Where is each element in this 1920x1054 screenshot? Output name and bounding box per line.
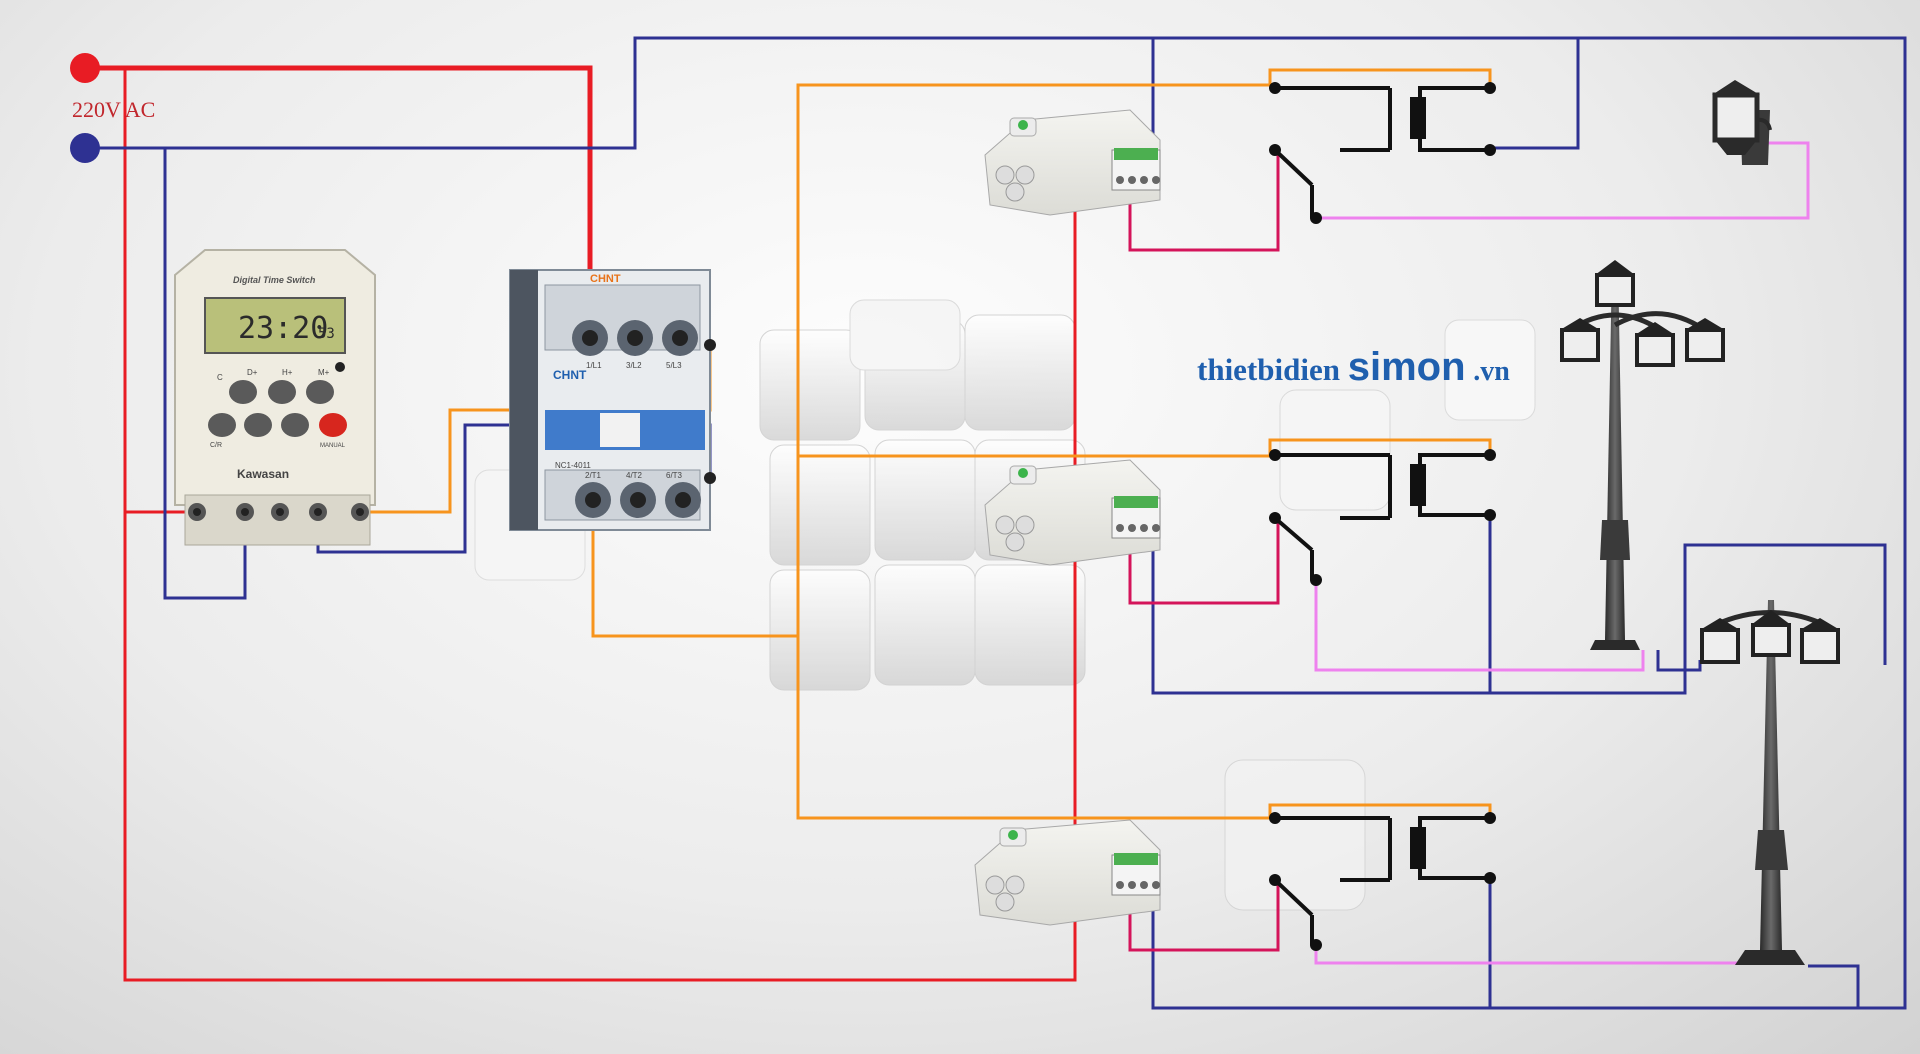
street-lamp-1 <box>1560 260 1725 650</box>
contactor-terminal-l3: 5/L3 <box>666 361 682 370</box>
timer-button-cr[interactable] <box>208 413 236 437</box>
watermark: thietbidien simon .vn <box>1197 345 1510 389</box>
digital-time-switch: Digital Time Switch 23:20 53 C D+ H+ M+ … <box>174 249 376 546</box>
street-lamp-2 <box>1700 600 1840 965</box>
live-wire <box>85 65 593 338</box>
neutral-wire-lamp2 <box>1490 543 1887 695</box>
relay-coil <box>1410 464 1426 506</box>
timer-brand: Kawasan <box>237 467 289 481</box>
live-terminal <box>70 53 100 83</box>
timer-label-m: M+ <box>318 368 330 377</box>
relay-3 <box>1269 812 1496 951</box>
relay-coil <box>1410 97 1426 139</box>
relay-2 <box>1269 449 1496 586</box>
contactor-model: NC1-4011 <box>555 461 591 470</box>
timer-button-clock[interactable] <box>244 413 272 437</box>
contactor-brand-plate: CHNT <box>590 273 621 285</box>
relay-1 <box>1269 82 1496 224</box>
contactor: CHNT CHNT 1/L1 3/L2 5/L3 NC1-4011 2/T1 4… <box>509 269 716 531</box>
timer-button-h[interactable] <box>306 380 334 404</box>
lamp-feed-1 <box>1316 141 1810 220</box>
timer-label-c: C <box>217 373 223 382</box>
motion-sensor-2 <box>984 459 1161 566</box>
lamp-feed-2 <box>1314 582 1645 672</box>
contactor-brand: CHNT <box>553 368 587 382</box>
neutral-wire-timer <box>163 148 247 600</box>
switched-wire-bus3 <box>796 636 1492 820</box>
contactor-terminal-t2: 4/T2 <box>626 471 643 480</box>
timer-label-h: H+ <box>282 368 293 377</box>
neutral-terminal <box>70 133 100 163</box>
watermark-prefix: thietbidien <box>1197 352 1340 387</box>
watermark-brand: simon <box>1348 345 1466 389</box>
timer-button-c[interactable] <box>229 380 257 404</box>
timer-button-program[interactable] <box>281 413 309 437</box>
switched-wire-contactor <box>591 68 1492 638</box>
neutral-wire-relay1 <box>1490 38 1580 150</box>
neutral-wire-main <box>85 36 1907 1010</box>
wall-lamp <box>1712 80 1772 165</box>
neutral-wire-sensor2 <box>1151 513 1492 695</box>
timer-time-display: 23:20 <box>238 311 328 346</box>
contactor-terminal-t3: 6/T3 <box>666 471 683 480</box>
contactor-terminal-l2: 3/L2 <box>626 361 642 370</box>
timer-button-d[interactable] <box>268 380 296 404</box>
timer-label-manual: MANUAL <box>320 443 346 449</box>
watermark-suffix: .vn <box>1473 356 1510 387</box>
motion-sensor-1 <box>984 109 1161 216</box>
motion-sensor-3 <box>974 819 1161 926</box>
supply-label: 220V AC <box>72 97 155 122</box>
neutral-wire-lamp2b <box>1656 650 1702 672</box>
timer-seconds-display: 53 <box>318 326 335 342</box>
timer-button-manual[interactable] <box>319 413 347 437</box>
timer-title: Digital Time Switch <box>233 275 316 285</box>
contactor-terminal-t1: 2/T1 <box>585 471 602 480</box>
sensor-output-3 <box>1128 878 1280 952</box>
timer-label-d: D+ <box>247 368 258 377</box>
sensor-output-1 <box>1128 150 1280 252</box>
switched-wire-bus2 <box>798 438 1492 458</box>
relay-coil <box>1410 827 1426 869</box>
contactor-terminal-l1: 1/L1 <box>586 361 602 370</box>
lamp-feed-3 <box>1314 945 1752 965</box>
neutral-wire-lamp3 <box>1490 964 1860 1010</box>
timer-label-cr: C/R <box>210 442 222 449</box>
neutral-wire-sensor3 <box>1151 878 1492 1010</box>
sensor-output-2 <box>1128 522 1280 605</box>
